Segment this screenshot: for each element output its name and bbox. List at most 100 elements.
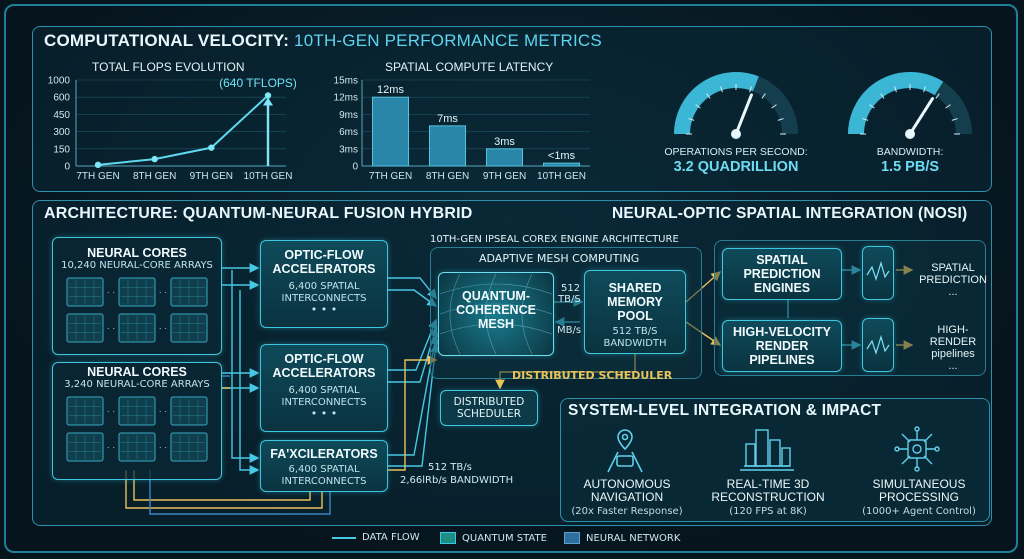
latency-data-label: <1ms (548, 150, 576, 162)
neural-core-ellipsis: · · (107, 323, 116, 333)
flops-annotation: (640 TFLOPS) (219, 76, 296, 90)
ops-gauge-label: OPERATIONS PER SECOND: (664, 146, 808, 158)
legend-line-swatch (332, 536, 356, 539)
bandwidth-gauge-label: BANDWIDTH: (876, 146, 944, 158)
neural-cores-block-2[interactable]: NEURAL CORES 3,240 NEURAL-CORE ARRAYS · … (52, 362, 222, 480)
legend-neural-swatch (564, 532, 580, 544)
flops-y-tick: 450 (53, 110, 70, 121)
flops-chart-title: TOTAL FLOPS EVOLUTION (92, 60, 245, 74)
latency-y-tick: 6ms (339, 127, 358, 138)
city-wireframe-icon (740, 429, 794, 471)
out2-l2: RENDER (929, 336, 977, 348)
gauge-tick (688, 118, 695, 121)
flops-data-point (264, 92, 272, 99)
render-l3: PIPELINES (749, 353, 815, 367)
mbs-label: MB/s (557, 325, 582, 336)
acc3-title: FA'XCILERATORS (270, 447, 378, 461)
mesh-caption: ADAPTIVE MESH COMPUTING (479, 252, 640, 265)
impact-1-title: AUTONOMOUS NAVIGATION (568, 478, 686, 504)
high-velocity-render-pipelines[interactable]: HIGH-VELOCITY RENDER PIPELINES (722, 320, 842, 372)
bandwidth-gauge (848, 72, 972, 139)
acc3-sub1: 6,400 SPATIAL (288, 464, 360, 475)
mesh-l1: QUANTUM- (461, 289, 531, 303)
waveform-icon (866, 260, 890, 281)
mesh-l2: COHERENCE (456, 303, 536, 317)
acc1-title2: ACCELERATORS (272, 262, 376, 276)
legend-quantum-swatch (440, 532, 456, 544)
spatial-output-label: SPATIAL PREDICTION ... (916, 262, 990, 298)
memory-sub1: 512 TB/S (612, 326, 658, 337)
gauge-tick (695, 104, 701, 109)
nosi-title: NEURAL-OPTIC SPATIAL INTEGRATION (NOSI) (612, 205, 968, 222)
neural-core-grid-2: · ·· ·· ·· · (66, 396, 208, 462)
mesh-pattern (440, 274, 552, 354)
flops-x-tick: 10TH GEN (244, 171, 293, 182)
prediction-waveform-icon (862, 246, 894, 300)
render-waveform-icon (862, 318, 894, 372)
optic-flow-accelerator-1[interactable]: OPTIC-FLOW ACCELERATORS 6,400 SPATIAL IN… (260, 240, 388, 328)
acc1-sub2: INTERCONNECTS (281, 293, 367, 304)
impact-3-t2: PROCESSING (878, 490, 959, 504)
gauge-tick (862, 118, 869, 121)
neural-core-ellipsis: · · (159, 287, 168, 297)
ops-gauge-value: 3.2 QUADRILLION (673, 159, 799, 175)
neural-cores-1-sub: 10,240 NEURAL-CORE ARRAYS (61, 260, 213, 271)
latency-bar (486, 148, 523, 167)
impact-3-sub: (1000+ Agent Control) (862, 506, 976, 517)
legend-data-flow-label: DATA FLOW (362, 532, 420, 543)
flops-y-tick: 600 (53, 93, 70, 104)
spatial-l3: ENGINES (753, 281, 811, 295)
spatial-prediction-engines[interactable]: SPATIAL PREDICTION ENGINES (722, 248, 842, 300)
out1-l3: ... (948, 286, 958, 298)
tbs-label-2: TB/S (558, 294, 581, 305)
flops-x-tick: 9TH GEN (190, 171, 233, 182)
latency-bar (429, 125, 466, 167)
flops-arrow-head (263, 97, 273, 106)
metrics-title: COMPUTATIONAL VELOCITY: 10TH-GEN PERFORM… (44, 31, 602, 51)
mesh-l3: MESH (477, 317, 515, 331)
impact-1-t2: NAVIGATION (590, 490, 664, 504)
acc2-sub1: 6,400 SPATIAL (288, 385, 360, 396)
neural-core-ellipsis: · · (159, 406, 168, 416)
flops-data-point (151, 155, 158, 163)
gauge-tick (951, 118, 958, 121)
flops-y-tick: 150 (53, 144, 70, 155)
neural-cores-block-1[interactable]: NEURAL CORES 10,240 NEURAL-CORE ARRAYS ·… (52, 237, 222, 355)
render-l2: RENDER (755, 339, 809, 353)
gauge-tick (935, 93, 940, 99)
gauge-tick (923, 86, 926, 93)
acc2-title2: ACCELERATORS (272, 366, 376, 380)
latency-y-tick: 15ms (334, 76, 358, 87)
gauge-tick (706, 93, 711, 99)
legend-data-flow: DATA FLOW (332, 532, 420, 543)
engine-caption: 10TH-GEN IPSEAL COREX ENGINE ARCHITECTUR… (430, 234, 679, 245)
flops-data-point (208, 144, 215, 151)
out2-l4: ... (948, 360, 958, 372)
flops-x-tick: 7TH GEN (76, 171, 119, 182)
out2-l3: pipelines (931, 348, 975, 360)
distributed-scheduler-box[interactable]: DISTRIBUTED SCHEDULER (440, 390, 538, 426)
acc1-title1: OPTIC-FLOW (284, 248, 364, 262)
optic-flow-accelerator-2[interactable]: OPTIC-FLOW ACCELERATORS 6,400 SPATIAL IN… (260, 344, 388, 432)
gauge-tick (720, 86, 723, 93)
impact-1-sub: (20x Faster Response) (571, 506, 683, 517)
flops-series-line (97, 94, 269, 166)
impact-2-t1: REAL-TIME 3D (726, 477, 810, 491)
bandwidth-label-2: 2,66lRb/s BANDWIDTH (400, 475, 514, 486)
latency-chart-title: SPATIAL COMPUTE LATENCY (385, 60, 554, 74)
latency-y-tick: 9ms (339, 110, 358, 121)
gauge-tick (777, 118, 784, 121)
legend-quantum-state-label: QUANTUM STATE (462, 532, 547, 544)
impact-title: SYSTEM-LEVEL INTEGRATION & IMPACT (568, 402, 882, 419)
shared-memory-pool[interactable]: SHARED MEMORY POOL 512 TB/S BANDWIDTH (584, 270, 686, 354)
latency-y-tick: 0 (352, 162, 358, 173)
faxcilerators-block[interactable]: FA'XCILERATORS 6,400 SPATIAL INTERCONNEC… (260, 440, 388, 492)
flops-data-point (94, 161, 102, 169)
neural-cores-2-sub: 3,240 NEURAL-CORE ARRAYS (64, 379, 210, 390)
render-wave-icon (866, 334, 890, 355)
memory-sub2: BANDWIDTH (603, 338, 667, 349)
impact-3-title: SIMULTANEOUS PROCESSING (860, 478, 978, 504)
quantum-coherence-mesh[interactable]: QUANTUM- COHERENCE MESH (438, 272, 554, 356)
